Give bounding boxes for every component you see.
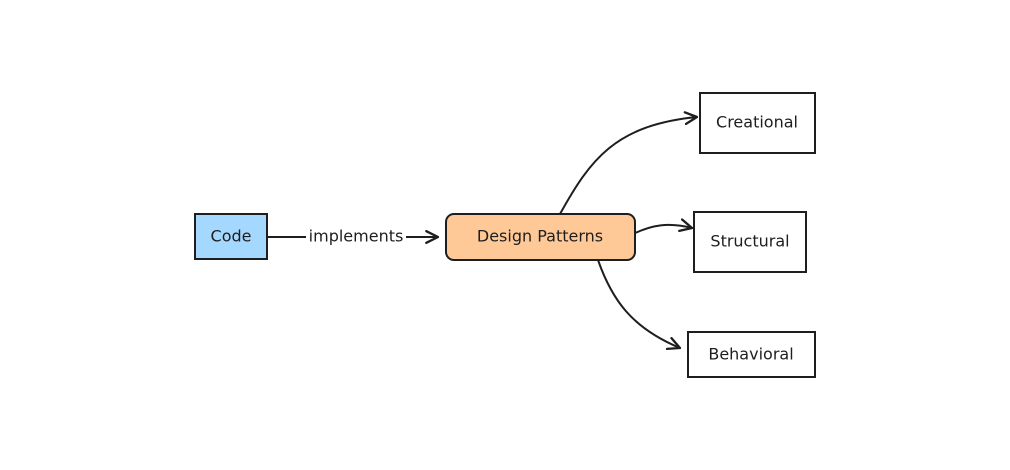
node-structural-box <box>693 211 807 273</box>
edge-label-background <box>306 226 406 248</box>
node-code-box <box>194 213 268 260</box>
edge-code-to-patterns[interactable]: implements <box>267 226 440 248</box>
node-code-label: Code <box>211 227 252 246</box>
node-design-patterns[interactable]: Design Patterns <box>445 213 636 261</box>
node-behavioral-box <box>687 331 816 378</box>
edge-patterns-to-behavioral-line <box>597 259 682 351</box>
node-behavioral[interactable]: Behavioral <box>687 331 816 378</box>
edge-patterns-to-structural-line <box>632 218 694 235</box>
edge-patterns-to-creational-line <box>559 111 699 215</box>
edge-patterns-to-creational[interactable] <box>559 111 699 215</box>
node-creational-label: Creational <box>716 113 798 132</box>
node-design-patterns-label: Design Patterns <box>477 227 603 246</box>
edge-patterns-to-behavioral[interactable] <box>597 259 682 351</box>
node-behavioral-label: Behavioral <box>708 345 793 364</box>
node-code[interactable]: Code <box>194 213 268 260</box>
node-structural-label: Structural <box>710 232 789 251</box>
node-structural[interactable]: Structural <box>693 211 807 273</box>
edge-patterns-to-structural[interactable] <box>632 218 694 235</box>
node-creational[interactable]: Creational <box>699 92 816 154</box>
edge-label-implements: implements <box>309 227 404 246</box>
node-creational-box <box>699 92 816 154</box>
node-design-patterns-box <box>445 213 636 261</box>
